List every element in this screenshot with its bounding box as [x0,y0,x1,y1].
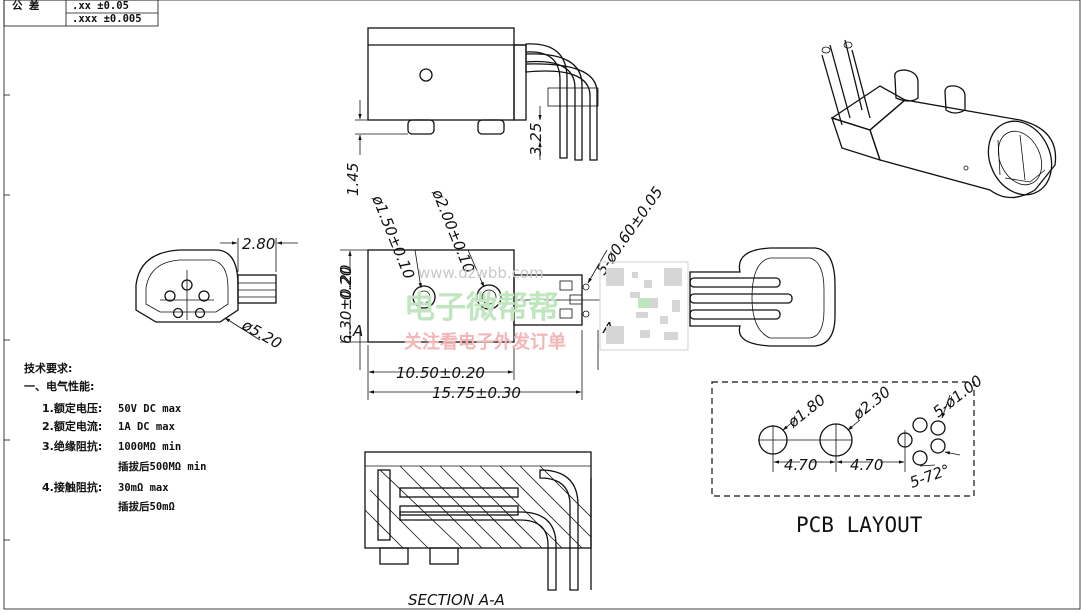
spec-block: 技术要求: 一、电气性能: 1.额定电压: 50V DC max 2.额定电流:… [24,361,206,513]
tol-1: .xx ±0.05 [72,0,129,12]
left-ticks [4,94,10,541]
spec-item-4-value: 30mΩ max [118,482,169,494]
watermark-slogan: 关注看电子外发订单 [404,331,566,353]
left-end-view [135,238,298,341]
section-label: SECTION A-A [408,591,505,609]
spec-title: 技术要求: [24,361,72,375]
pcb-layout [711,381,975,497]
dim-15-75: 15.75±0.30 [432,384,521,402]
spec-item-3-label: 3.绝缘阻抗: [42,439,102,453]
watermark-url: www.dzwbb.com [418,264,544,282]
pcb-dim-1-80: ø1.80 [784,391,829,432]
spec-item-4-label: 4.接触阻抗: [42,480,102,494]
dim-2-80: 2.80 [242,235,275,253]
top-view [355,27,599,161]
qr-code-icon [599,261,689,351]
tol-2: .xxx ±0.005 [72,13,142,25]
spec-item-3-value2: 插拔后500MΩ min [118,460,206,473]
dim-10-50: 10.50±0.20 [396,364,485,382]
section-mark-left: A [352,322,363,340]
spec-item-3-value: 1000MΩ min [118,441,181,453]
dim-dia-2-00: ø2.00±0.10 [428,186,478,276]
spec-item-1-value: 50V DC max [118,403,182,415]
tol-label: 公 差 [12,0,40,12]
watermark: www.dzwbb.com 电子微帮帮 关注看电子外发订单 [404,261,689,353]
pcb-dim-4-70b: 4.70 [850,456,883,474]
spec-item-2-value: 1A DC max [118,421,176,433]
dim-dia-0-60: 5-ø0.60±0.05 [593,183,667,278]
watermark-name: 电子微帮帮 [404,290,559,326]
pcb-label: PCB LAYOUT [796,513,923,537]
dim-5-20: ø5.20 [238,315,285,352]
dim-1-45: 1.45 [344,163,362,196]
pcb-dim-4-70a: 4.70 [784,456,817,474]
section-view [364,451,592,591]
spec-subtitle: 一、电气性能: [24,379,94,393]
dim-6-30: 6.30±0.20 [337,265,355,344]
front-view [340,249,608,400]
page-border [3,0,1081,610]
isometric-view [821,39,1057,199]
spec-item-4-value2: 插拔后50mΩ [118,500,175,513]
spec-item-2-label: 2.额定电流: [42,419,102,433]
pcb-dim-2-30: ø2.30 [849,383,894,424]
dim-0-20: 0.20 [337,267,355,300]
dim-dia-1-50: ø1.50±0.10 [368,192,418,282]
spec-item-1-label: 1.额定电压: [42,401,102,415]
pcb-dim-1-00: 5-ø1.00 [929,372,985,422]
tolerance-block: 公 差 .xx ±0.05 .xxx ±0.005 [3,0,159,27]
dim-3-25: 3.25 [527,123,545,156]
right-end-view [689,247,836,347]
